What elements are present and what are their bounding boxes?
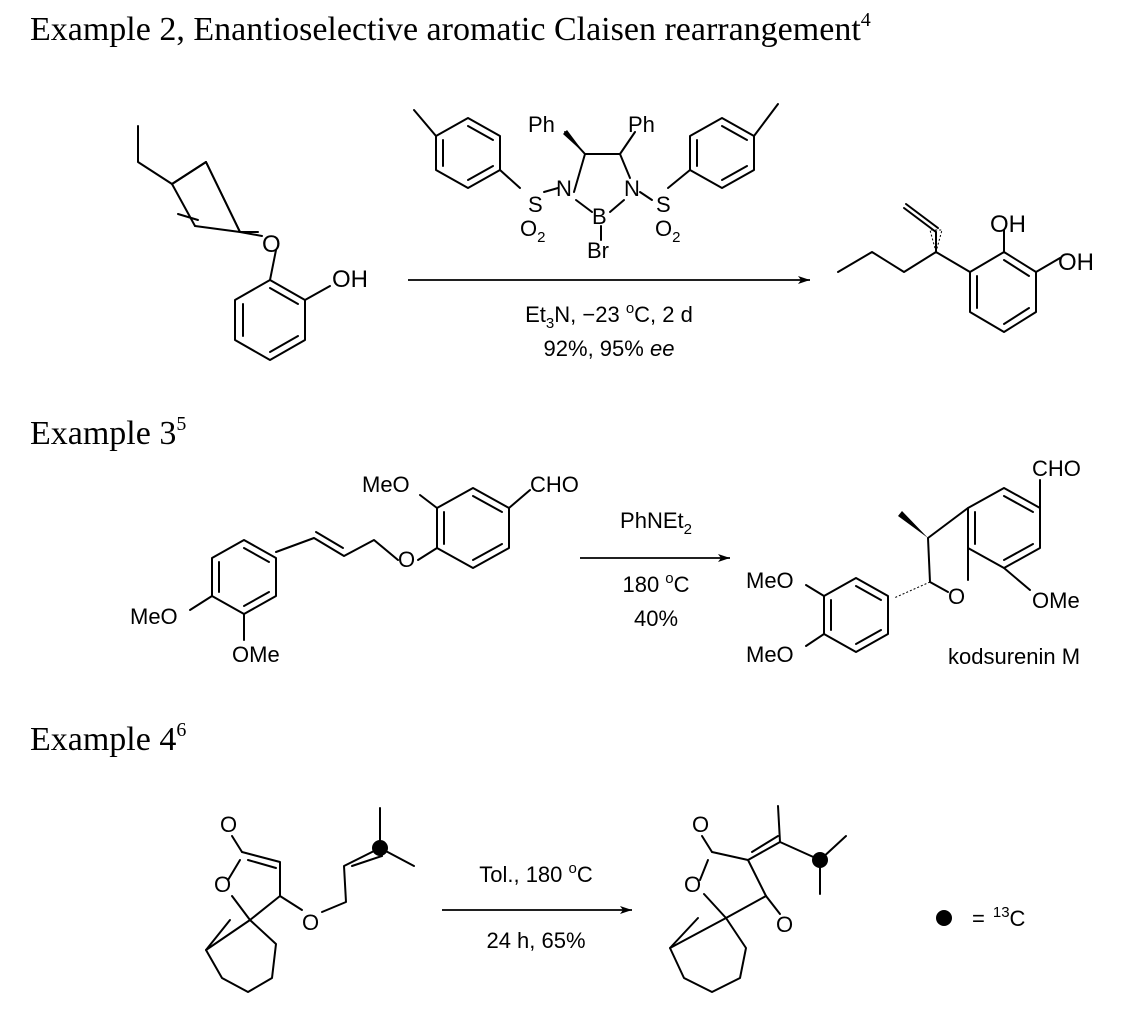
bromine-label: Br	[587, 238, 609, 263]
example-2: Example 2, Enantioselective aromatic Cla…	[30, 9, 1094, 361]
isotope-legend: =13C	[936, 904, 1026, 931]
example-2-product: OH OH	[837, 203, 1094, 333]
sulfur-label-right: S	[656, 192, 671, 217]
example-4-conditions-line-2: 24 h, 65%	[486, 928, 585, 953]
example-4: Example 46 O O O Tol., 180 oC 24 h, 65%	[30, 719, 1026, 993]
hydroxyl-label-2: OH	[1058, 249, 1094, 276]
sulfur-label-left: S	[528, 192, 543, 217]
example-2-catalyst: Ph Ph S N B N S O2 O2 Br	[413, 103, 779, 263]
aldehyde-label: CHO	[1032, 456, 1081, 481]
isotope-legend-dot	[936, 910, 952, 926]
phenyl-label-right: Ph	[628, 112, 655, 137]
product-name: kodsurenin M	[948, 644, 1080, 669]
methoxy-label-top: MeO	[362, 472, 410, 497]
example-2-heading: Example 2, Enantioselective aromatic Cla…	[30, 9, 871, 48]
ether-oxygen-label: O	[398, 547, 415, 572]
example-3: Example 35 MeO CHO O MeO OMe PhNEt2 180 …	[30, 413, 1081, 669]
methoxy-label-bottom: MeO	[746, 642, 794, 667]
aldehyde-label: CHO	[530, 472, 579, 497]
carbonyl-oxygen-label: O	[692, 812, 709, 837]
methoxy-label-top: MeO	[746, 568, 794, 593]
example-2-conditions-line-2: 92%, 95% ee	[544, 336, 675, 361]
furan-oxygen-label: O	[948, 584, 965, 609]
example-3-reagent: PhNEt2	[620, 508, 692, 538]
hydroxyl-label: OH	[332, 266, 368, 293]
ring-oxygen-label: O	[684, 872, 701, 897]
isotope-legend-text: =13C	[972, 904, 1026, 931]
boron-label: B	[592, 204, 607, 229]
sulfonyl-oxygen-right: O2	[655, 216, 680, 246]
example-3-heading: Example 35	[30, 413, 186, 452]
example-4-heading: Example 46	[30, 719, 186, 758]
example-3-temperature: 180 oC	[622, 570, 689, 597]
phenyl-label-left: Ph	[528, 112, 555, 137]
methoxy-label-bottom: OMe	[232, 642, 280, 667]
example-3-starting-material: MeO CHO O MeO OMe	[130, 472, 579, 667]
carbonyl-oxygen-label: O	[220, 812, 237, 837]
example-4-conditions-line-1: Tol., 180 oC	[479, 860, 593, 887]
methoxy-label-right: OMe	[1032, 588, 1080, 613]
methoxy-label-left: MeO	[130, 604, 178, 629]
ether-oxygen-label: O	[262, 231, 281, 258]
example-3-product: CHO MeO O OMe MeO kodsurenin M	[746, 456, 1081, 669]
example-4-product: O O O	[669, 805, 847, 993]
isotope-label-dot	[812, 852, 828, 868]
example-4-starting-material: O O O	[205, 807, 415, 993]
example-2-starting-material: O OH	[137, 125, 368, 361]
nitrogen-label-left: N	[556, 176, 572, 201]
ether-oxygen-label: O	[302, 910, 319, 935]
sulfonyl-oxygen-left: O2	[520, 216, 545, 246]
example-3-yield: 40%	[634, 606, 678, 631]
hydroxyl-label-1: OH	[990, 211, 1026, 238]
ketone-oxygen-label: O	[776, 912, 793, 937]
example-2-conditions-line-1: Et3N, −23 oC, 2 d	[525, 300, 693, 332]
isotope-label-dot	[372, 840, 388, 856]
nitrogen-label-right: N	[624, 176, 640, 201]
ring-oxygen-label: O	[214, 872, 231, 897]
